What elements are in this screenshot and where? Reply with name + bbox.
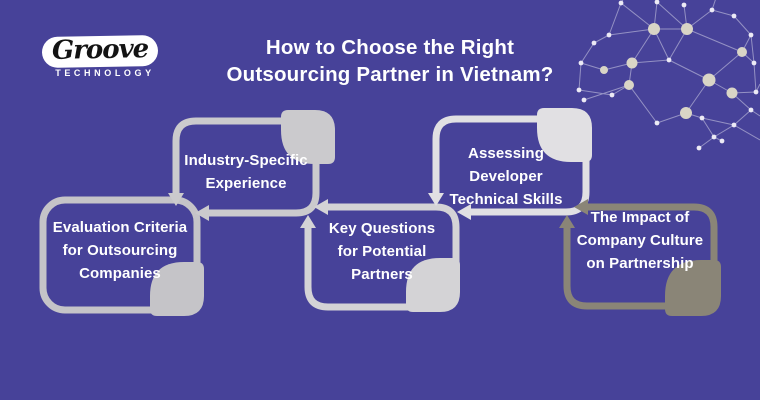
step-1-outline bbox=[39, 196, 204, 316]
step-5-arrow-left-icon bbox=[574, 199, 588, 215]
network-graphic-icon bbox=[576, 0, 760, 151]
step-3-arrow-left-icon bbox=[314, 199, 328, 215]
step-5-arrow-up-icon bbox=[559, 215, 575, 228]
step-5-label: The Impact of Company Culture on Partner… bbox=[576, 208, 704, 272]
step-2-label: Industry-Specific Experience bbox=[184, 152, 308, 192]
step-4-arrow-down-icon bbox=[428, 193, 444, 206]
step-2-leaf-icon bbox=[281, 110, 335, 164]
step-1-border bbox=[39, 196, 201, 314]
step-4-arrow-left-icon bbox=[457, 204, 471, 220]
step-3-outline bbox=[300, 199, 460, 312]
step-2-arrow-down-icon bbox=[168, 193, 184, 206]
step-1-leaf-icon bbox=[150, 262, 204, 316]
step-5-outline bbox=[559, 199, 721, 316]
step-4-leaf-icon bbox=[537, 108, 592, 162]
step-4-label: Assessing Developer Technical Skills bbox=[449, 144, 563, 208]
step-3-label: Key Questions for Potential Partners bbox=[328, 219, 436, 283]
brand-logo: Groove TECHNOLOGY bbox=[40, 34, 160, 79]
step-3-leaf-icon bbox=[406, 258, 460, 312]
brand-subtitle: TECHNOLOGY bbox=[55, 68, 155, 79]
step-1-label: Evaluation Criteria for Outsourcing Comp… bbox=[52, 218, 188, 282]
step-5-leaf-icon bbox=[665, 260, 721, 316]
step-2-outline bbox=[168, 110, 335, 221]
step-3-arrow-up-icon bbox=[300, 215, 316, 228]
step-2-arrow-left-icon bbox=[195, 205, 209, 221]
page-title: How to Choose the Right Outsourcing Part… bbox=[226, 36, 554, 86]
